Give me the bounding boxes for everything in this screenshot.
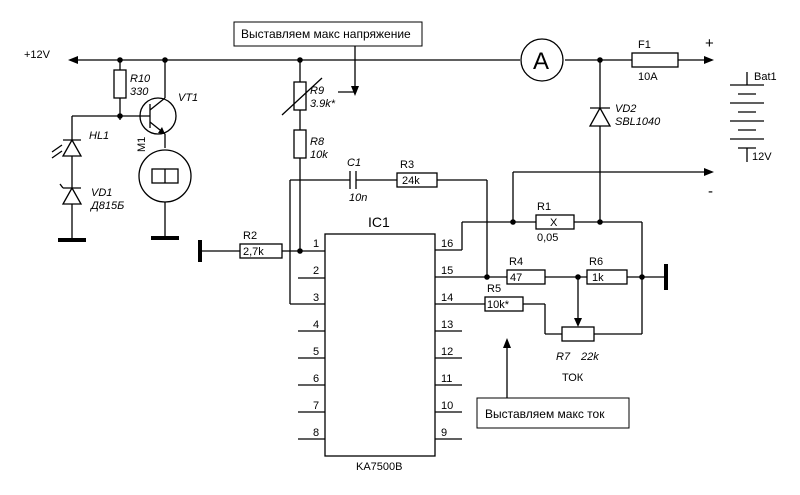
vd1-value: Д815Б xyxy=(89,200,124,212)
r7-value: 22k xyxy=(580,351,599,363)
pin-12: 12 xyxy=(441,346,453,358)
battery-bat1: Bat1 12V xyxy=(730,71,777,163)
voltage-callout-text: Выставляем макс напряжение xyxy=(241,27,411,41)
r5-ref: R5 xyxy=(487,283,501,295)
r8-value: 10k xyxy=(310,149,328,161)
r6-ref: R6 xyxy=(589,256,603,268)
pin-10: 10 xyxy=(441,400,453,412)
r2-ref: R2 xyxy=(243,230,257,242)
m1-ref: M1 xyxy=(136,137,148,152)
r2-value: 2,7k xyxy=(243,246,264,258)
pin-14: 14 xyxy=(441,292,453,304)
led-hl1: HL1 xyxy=(51,115,120,188)
zener-vd1: VD1 Д815Б xyxy=(58,183,124,242)
r3-resistor: R3 24k xyxy=(396,159,488,277)
current-callout-text: Выставляем макс ток xyxy=(485,407,605,421)
c1-ref: C1 xyxy=(347,157,361,169)
pin-4: 4 xyxy=(313,319,319,331)
r1-mark: X xyxy=(550,217,558,229)
r10-resistor: R10 330 xyxy=(113,60,151,120)
ammeter: A xyxy=(520,38,564,82)
r1-value: 0,05 xyxy=(537,232,558,244)
r4-ref: R4 xyxy=(509,256,523,268)
pin-1: 1 xyxy=(313,238,319,250)
vd2-value: SBL1040 xyxy=(615,116,661,128)
capacitor-c1: C1 10n xyxy=(290,157,397,204)
ic1-part: KA7500B xyxy=(356,461,402,473)
f1-value: 10A xyxy=(638,71,658,83)
r1-ref: R1 xyxy=(537,201,551,213)
r9-ref: R9 xyxy=(310,85,324,97)
pin-13: 13 xyxy=(441,319,453,331)
output-plus-label: + xyxy=(705,35,714,52)
pin-15: 15 xyxy=(441,265,453,277)
fuse-f1: F1 10A xyxy=(631,39,679,83)
minus-output: - xyxy=(512,168,714,222)
r5-value: 10k* xyxy=(487,299,510,311)
r6-resistor: R6 1k xyxy=(586,256,668,290)
r9-resistor: R9 3.9k* xyxy=(281,60,336,130)
r7-potentiometer: R7 22k ТОК xyxy=(545,277,642,384)
r1-shunt: X R1 0,05 xyxy=(435,201,643,334)
r10-value: 330 xyxy=(130,86,149,98)
c1-value: 10n xyxy=(349,192,367,204)
voltage-callout: Выставляем макс напряжение xyxy=(233,21,423,96)
transistor-vt1: VT1 xyxy=(120,60,198,148)
supply-12v-label: +12V xyxy=(24,49,51,61)
battery-voltage: 12V xyxy=(752,151,772,163)
r2-resistor: R2 2,7k xyxy=(198,230,325,262)
r6-value: 1k xyxy=(592,272,604,284)
output-minus-label: - xyxy=(708,183,713,200)
pin-7: 7 xyxy=(313,400,319,412)
r9-value: 3.9k* xyxy=(310,98,336,110)
battery-ref: Bat1 xyxy=(754,71,777,83)
r4-resistor: R4 47 xyxy=(435,256,587,285)
hl1-ref: HL1 xyxy=(89,130,109,142)
pin-5: 5 xyxy=(313,346,319,358)
r4-value: 47 xyxy=(510,272,522,284)
ammeter-symbol: A xyxy=(533,48,549,75)
vd2-ref: VD2 xyxy=(615,103,636,115)
vt1-ref: VT1 xyxy=(178,92,198,104)
vd1-ref: VD1 xyxy=(91,187,112,199)
ic1-chip: IC1 KA7500B 1 2 3 4 5 6 7 8 16 15 14 13 … xyxy=(298,214,462,473)
rail-left-arrow xyxy=(68,56,78,64)
diode-vd2: VD2 SBL1040 xyxy=(588,60,661,225)
motor-m1: M1 xyxy=(136,137,192,240)
r7-label: ТОК xyxy=(562,372,584,384)
r3-ref: R3 xyxy=(400,159,414,171)
ic1-ref: IC1 xyxy=(368,214,390,230)
r10-ref: R10 xyxy=(130,73,151,85)
pin-8: 8 xyxy=(313,427,319,439)
rail-right-arrow xyxy=(704,56,714,64)
pin-2: 2 xyxy=(313,265,319,277)
pin-16: 16 xyxy=(441,238,453,250)
pin-6: 6 xyxy=(313,373,319,385)
current-callout: Выставляем макс ток xyxy=(476,338,630,429)
r8-ref: R8 xyxy=(310,136,325,148)
r7-ref: R7 xyxy=(556,351,571,363)
pin-11: 11 xyxy=(441,373,452,385)
r3-value: 24k xyxy=(402,175,420,187)
pin-9: 9 xyxy=(441,427,447,439)
r8-resistor: R8 10k xyxy=(293,129,328,250)
pin-3: 3 xyxy=(313,292,319,304)
f1-ref: F1 xyxy=(638,39,651,51)
r5-resistor: R5 10k* xyxy=(435,283,546,334)
